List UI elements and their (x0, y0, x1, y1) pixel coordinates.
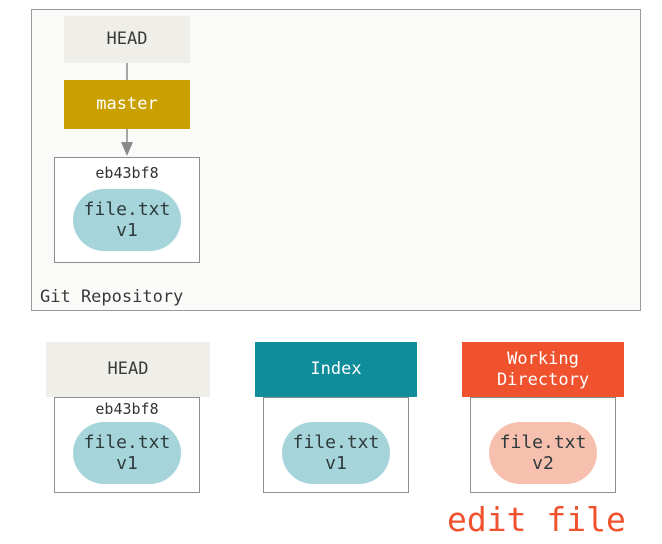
git-repository-label: Git Repository (40, 287, 184, 307)
repo-head-ref: HEAD (64, 16, 190, 63)
head-tree-label: HEAD (107, 359, 149, 379)
index-tree-header: Index (255, 342, 417, 397)
head-tree-commit-hash: eb43bf8 (95, 400, 159, 418)
repo-file-name: file.txt (83, 199, 171, 220)
working-directory-file-name: file.txt (499, 432, 587, 453)
head-tree-file-version: v1 (116, 453, 138, 474)
working-directory-file-blob: file.txt v2 (489, 422, 597, 484)
repo-commit-hash: eb43bf8 (95, 164, 159, 182)
master-to-commit-arrowhead (121, 142, 133, 156)
repo-file-version: v1 (116, 220, 138, 241)
working-directory-header: Working Directory (462, 342, 624, 397)
working-directory-label-line2: Directory (496, 369, 590, 390)
master-branch-ref: master (64, 80, 190, 129)
index-tree-file-blob: file.txt v1 (282, 422, 390, 484)
index-tree-label: Index (310, 359, 362, 379)
head-tree-file-name: file.txt (83, 432, 171, 453)
head-tree-file-blob: file.txt v1 (73, 422, 181, 484)
head-tree-header: HEAD (46, 342, 210, 397)
master-branch-label: master (96, 94, 158, 114)
repo-file-blob: file.txt v1 (73, 189, 181, 251)
working-directory-file-version: v2 (532, 453, 554, 474)
index-tree-file-version: v1 (325, 453, 347, 474)
edit-file-caption: edit file (447, 500, 626, 539)
repo-head-label: HEAD (106, 29, 148, 49)
index-tree-file-name: file.txt (292, 432, 380, 453)
working-directory-label-line1: Working (507, 348, 579, 369)
